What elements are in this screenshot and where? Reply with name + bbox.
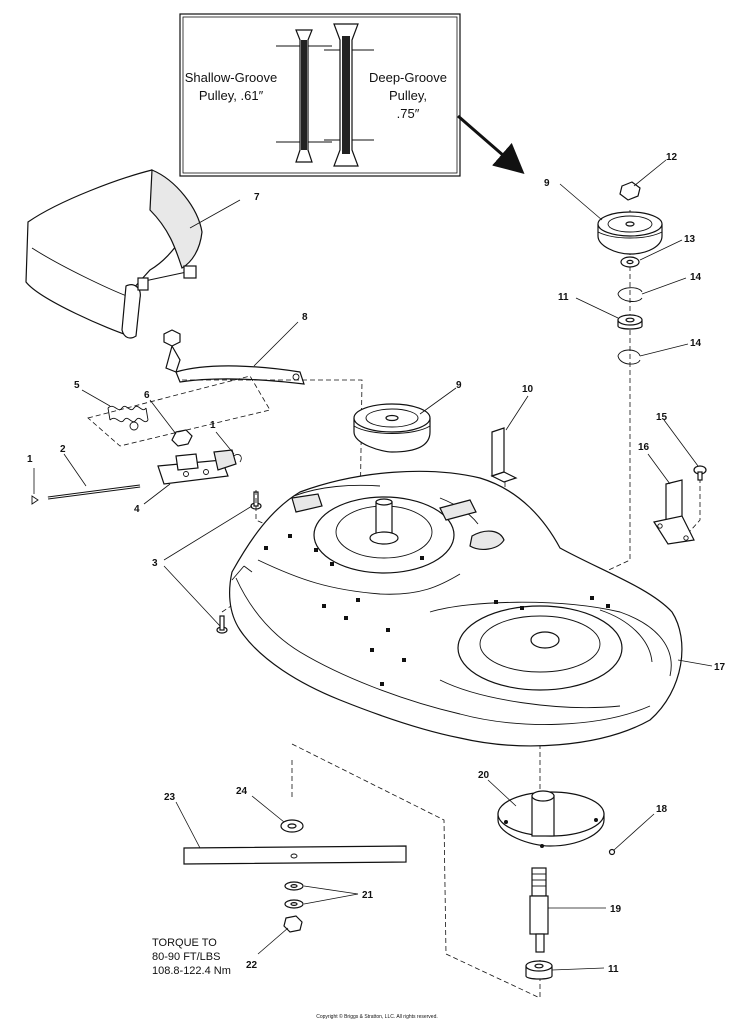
callout-14-lower: 14 [690,338,702,349]
torque-note: TORQUE TO 80-90 FT/LBS 108.8-122.4 Nm [152,937,231,977]
callout-12: 12 [666,152,678,163]
callout-9-deck: 9 [456,380,462,391]
deflector-rod [163,329,305,385]
mower-deck [229,470,683,747]
callout-8: 8 [302,312,308,323]
callout-11-lower: 11 [608,964,619,975]
deep-groove-pulley-section [324,23,374,167]
hex-nut-12 [619,181,641,201]
callout-18: 18 [656,804,668,815]
shallow-label-line2: Pulley, .61″ [199,88,264,103]
pulley-groove-inset: Shallow-Groove Pulley, .61″ Deep-Groove … [179,13,461,177]
callout-1-left: 1 [27,454,33,465]
callout-17: 17 [714,662,726,673]
cutting-blade [183,845,407,865]
inset-frame [179,13,461,177]
callout-2: 2 [60,444,66,455]
callout-numbers: 1 1 2 3 4 5 6 7 8 9 9 10 11 11 12 13 14 … [27,152,726,975]
callout-14-upper: 14 [690,272,702,283]
callout-1-right: 1 [210,420,216,431]
spindle-shaft [529,867,549,953]
torque-line-1: TORQUE TO [152,937,217,949]
screw-18 [608,848,616,856]
blade-adapter-24 [280,819,304,833]
hex-nut-6 [171,429,193,447]
leader-lines [33,159,713,971]
torque-line-2: 80-90 FT/LBS [152,951,220,963]
deep-label-line1: Deep-Groove [369,70,447,85]
bolt-3-lower [216,615,228,634]
push-pin-15 [693,465,707,481]
deep-label-line3: .75″ [397,106,420,121]
retaining-ring-14-upper [617,287,643,302]
callout-23: 23 [164,792,176,803]
callout-4: 4 [134,504,140,515]
callout-22: 22 [246,960,258,971]
hairpin-clip-right [233,453,242,463]
callout-10: 10 [522,384,534,395]
callout-21: 21 [362,890,374,901]
callout-7: 7 [254,192,260,203]
blade-pulley-upper [597,211,663,255]
shallow-label-line1: Shallow-Groove [185,70,278,85]
callout-9-upper: 9 [544,178,550,189]
deep-label-line2: Pulley, [389,88,427,103]
retaining-ring-14-lower [617,349,641,365]
washer-21-b [284,899,304,909]
shallow-groove-pulley-section [276,29,332,163]
callout-20: 20 [478,770,490,781]
inset-pointer-arrow [457,114,525,174]
callout-5: 5 [74,380,80,391]
deck-spindle-left [369,498,399,545]
callout-15: 15 [656,412,668,423]
blade-pulley-deck [353,403,431,453]
callout-13: 13 [684,234,696,245]
washer-13 [620,256,640,268]
hairpin-clip-left [31,495,39,505]
callout-19: 19 [610,904,622,915]
callout-6: 6 [144,390,150,401]
blade-nut-22 [283,915,303,933]
spring [107,405,149,431]
callout-24: 24 [236,786,248,797]
baffle-10 [490,427,518,483]
grass-deflector [25,169,203,339]
callout-3: 3 [152,558,158,569]
torque-line-3: 108.8-122.4 Nm [152,965,231,977]
spindle-housing [497,790,605,848]
pivot-bracket [157,449,237,485]
bearing-11-lower [525,960,553,980]
baffle-bracket-16 [653,479,695,545]
copyright-notice: Copyright © Briggs & Stratton, LLC. All … [316,1013,438,1020]
bearing-11-upper [617,314,643,330]
callout-16: 16 [638,442,650,453]
callout-11-upper: 11 [558,292,569,303]
washer-21-a [284,881,304,891]
